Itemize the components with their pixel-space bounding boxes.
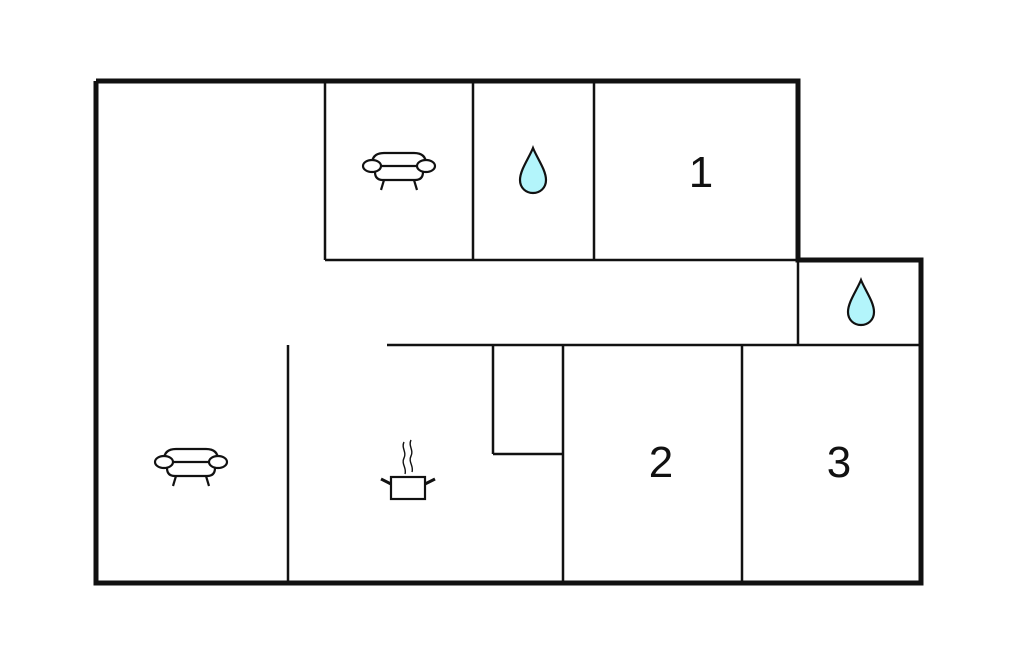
interior-walls	[286, 81, 921, 583]
sofa-icon	[153, 447, 229, 487]
bedroom-3-label: 3	[827, 438, 851, 487]
cooking-pot-icon	[380, 439, 436, 501]
bedroom-2-label: 2	[649, 438, 673, 487]
water-drop-icon	[846, 277, 876, 327]
sofa-icon	[361, 151, 437, 191]
water-drop-icon	[518, 145, 548, 195]
outer-walls	[93, 78, 924, 586]
bedroom-1-label: 1	[689, 148, 713, 197]
